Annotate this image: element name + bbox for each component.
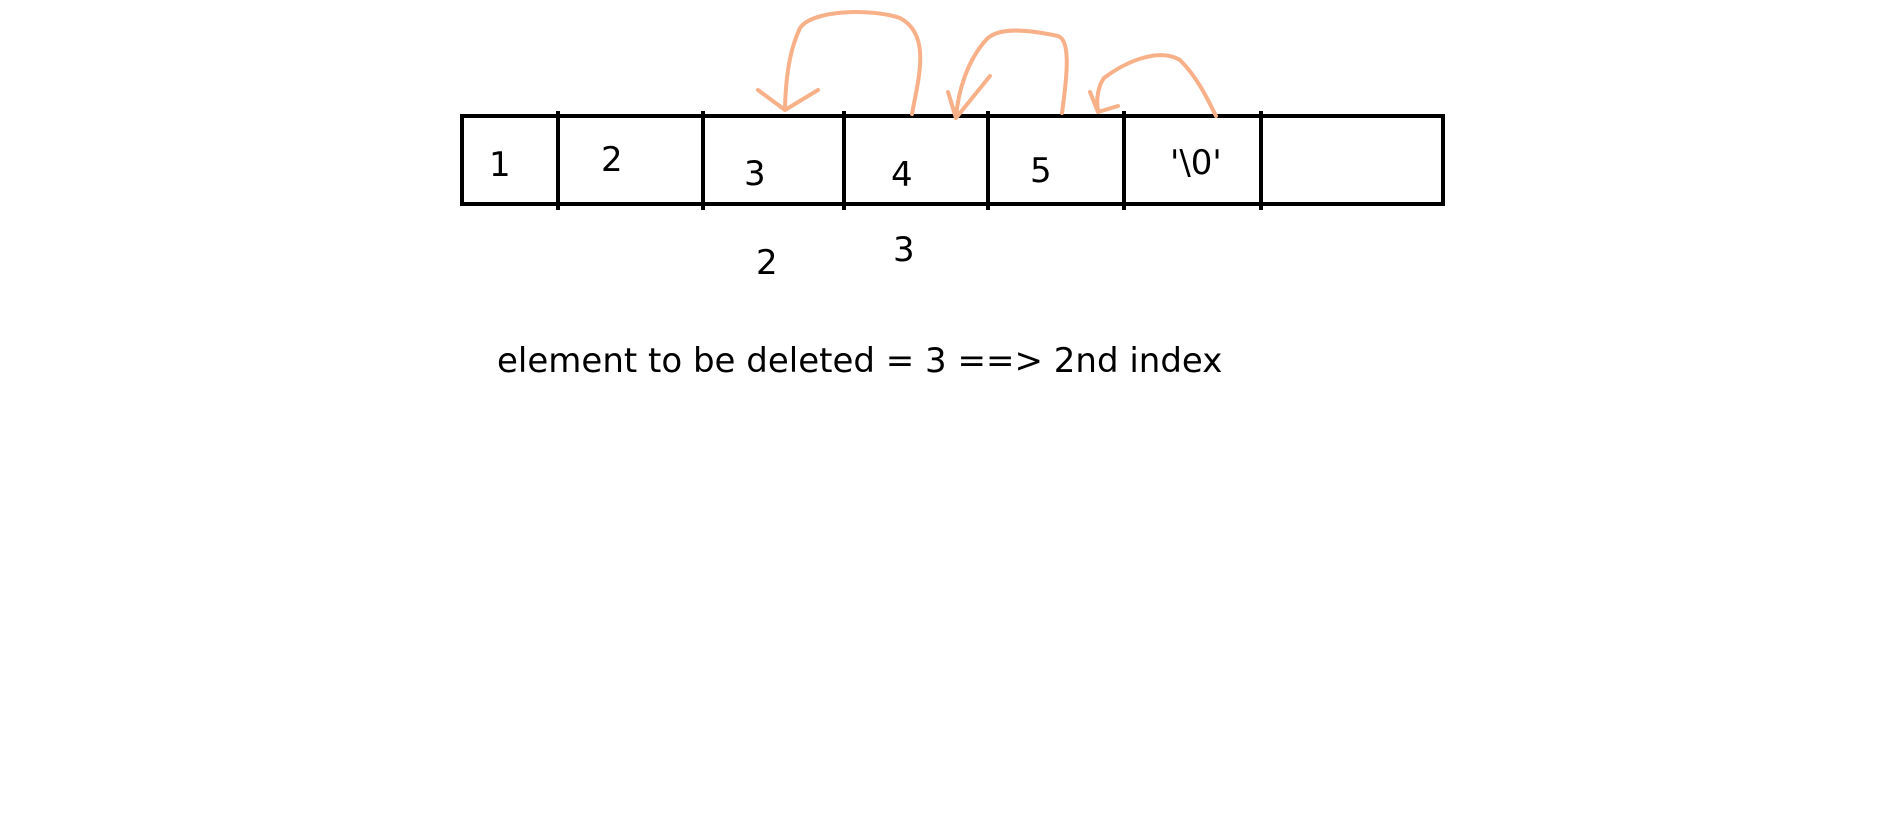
cell-divider xyxy=(701,111,705,210)
arrow-head xyxy=(756,88,820,112)
arrow-head xyxy=(946,74,992,120)
deletion-caption: element to be deleted = 3 ==> 2nd index xyxy=(497,341,1223,381)
shift-arrow-null-to-5 xyxy=(1095,53,1218,118)
array-cell-1: 2 xyxy=(601,140,623,180)
array-cell-2: 3 xyxy=(744,154,766,194)
cell-divider xyxy=(842,111,846,210)
cell-divider xyxy=(1122,111,1126,210)
arrow-head xyxy=(1088,90,1120,114)
cell-divider xyxy=(986,111,990,210)
index-label: 3 xyxy=(893,230,915,270)
array-cell-5: '\0' xyxy=(1170,143,1222,183)
array-cell-0: 1 xyxy=(489,145,511,185)
cell-divider xyxy=(1259,111,1263,210)
shift-arrow-5-to-4 xyxy=(954,28,1069,120)
index-label: 2 xyxy=(756,243,778,283)
cell-divider xyxy=(556,111,560,210)
array-cell-3: 4 xyxy=(891,155,913,195)
array-cell-4: 5 xyxy=(1030,151,1052,191)
shift-arrow-4-to-3 xyxy=(783,10,923,116)
